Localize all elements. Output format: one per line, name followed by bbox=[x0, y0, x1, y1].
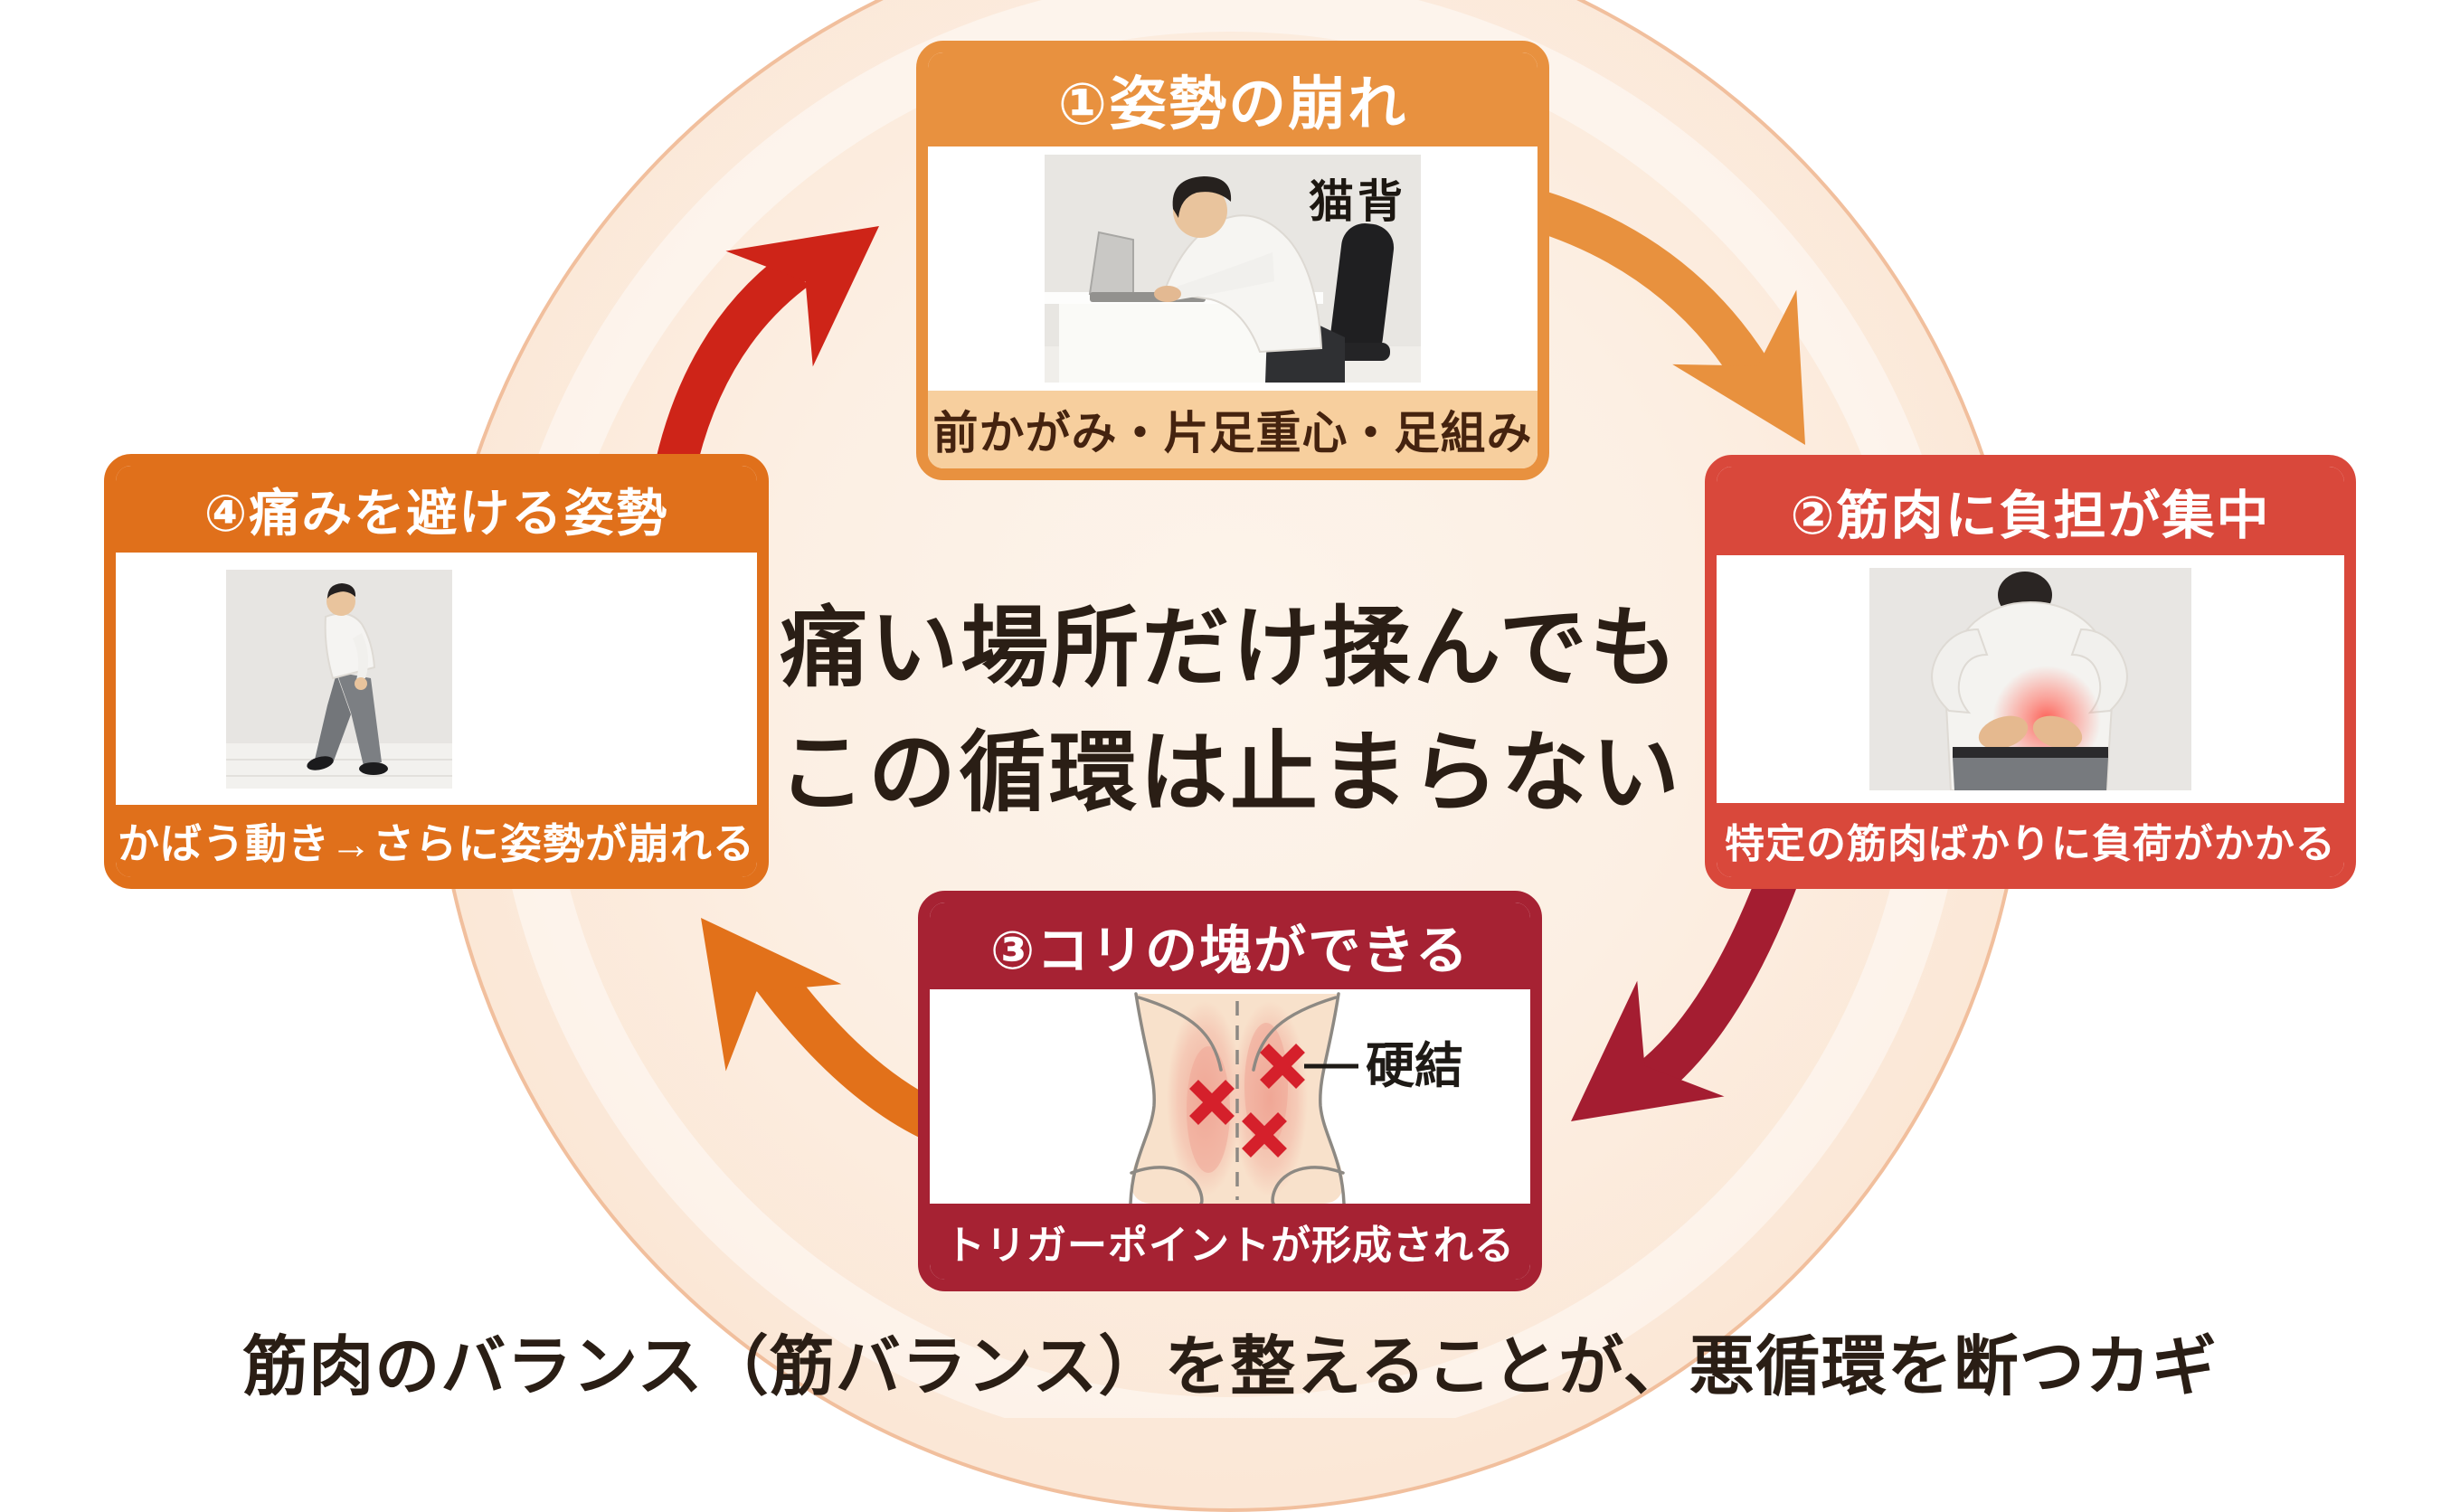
step-4-card: ④痛みを避ける姿勢 bbox=[104, 454, 769, 889]
torso-contours bbox=[1129, 991, 1346, 1205]
step-2-caption: 特定の筋肉ばかりに負荷がかかる bbox=[1717, 803, 2344, 877]
man-holding-painful-lower-back-photo bbox=[1869, 568, 2191, 790]
footer-message: 筋肉のバランス（筋バランス）を整えることが、悪循環を断つカギ bbox=[242, 1331, 2218, 1403]
trigger-point-diagram: 硬結 bbox=[1129, 991, 1463, 1205]
step-3-caption: トリガーポイントが形成される bbox=[930, 1204, 1530, 1280]
man-back-figure bbox=[1931, 572, 2128, 790]
step-2-body bbox=[1717, 555, 2344, 803]
step-4-body bbox=[116, 553, 757, 805]
step-3-title: ③コリの塊ができる bbox=[930, 902, 1530, 989]
step-4-caption: かばう動き→さらに姿勢が崩れる bbox=[116, 805, 757, 877]
back-pain-illustration bbox=[1869, 568, 2191, 790]
induration-label: 硬結 bbox=[1366, 1039, 1463, 1093]
step-1-caption: 前かがみ・片足重心・足組み bbox=[928, 391, 1538, 468]
step-3-card: ③コリの塊ができる bbox=[918, 891, 1542, 1291]
hunched-man-figure bbox=[1154, 176, 1345, 383]
man-walking-leaning-forward-photo bbox=[226, 569, 452, 789]
arrow-step2-to-step3 bbox=[1571, 856, 1803, 1121]
arrow-step1-to-step2 bbox=[1529, 190, 1805, 445]
hunched-at-desk-illustration bbox=[1045, 155, 1421, 383]
center-message-line1: 痛い場所だけ揉んでも bbox=[780, 599, 1680, 697]
step-2-card: ②筋肉に負担が集中 bbox=[1705, 455, 2356, 889]
lower-back-trigger-point-illustration: 硬結 bbox=[932, 990, 1528, 1205]
hunchback-label: 猫背 bbox=[1309, 176, 1406, 227]
arrowhead-down-right bbox=[1672, 289, 1805, 445]
center-message: 痛い場所だけ揉んでも この循環は止まらない bbox=[778, 586, 1682, 835]
arrowhead-up-right bbox=[725, 226, 879, 367]
walking-man-figure bbox=[307, 582, 388, 775]
arrowhead-down-left bbox=[1571, 980, 1725, 1121]
man-hunched-over-laptop-photo: 猫背 bbox=[1045, 155, 1421, 383]
trigger-point-x-marks bbox=[1189, 1043, 1305, 1158]
center-message-line2: この循環は止まらない bbox=[778, 723, 1682, 822]
arrow-step3-to-step4 bbox=[701, 918, 940, 1139]
step-1-card: ①姿勢の崩れ bbox=[916, 41, 1549, 480]
step-3-body: 硬結 bbox=[930, 989, 1530, 1205]
step-4-title: ④痛みを避ける姿勢 bbox=[116, 466, 757, 553]
step-1-body: 猫背 bbox=[928, 146, 1538, 391]
step-1-title: ①姿勢の崩れ bbox=[928, 52, 1538, 146]
guarded-walking-illustration bbox=[226, 569, 452, 789]
step-2-title: ②筋肉に負担が集中 bbox=[1717, 467, 2344, 555]
arrowhead-up-left bbox=[701, 918, 842, 1072]
